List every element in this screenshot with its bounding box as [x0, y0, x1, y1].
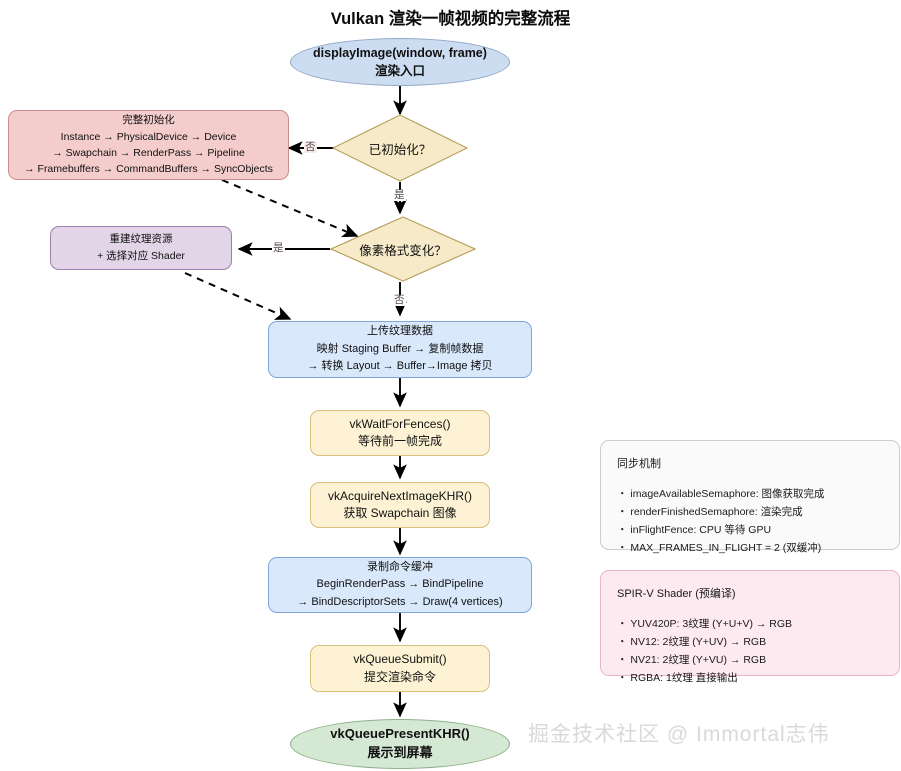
note-spirv-shader: SPIR-V Shader (预编译) ・ YUV420P: 3纹理 (Y+U+… — [600, 570, 900, 684]
node-queue-submit[interactable]: vkQueueSubmit() 提交渲染命令 — [310, 645, 490, 692]
note-spirv-shader-item-4: ・ RGBA: 1纹理 直接输出 — [617, 672, 738, 685]
note-spirv-shader-item-1: ・ YUV420P: 3纹理 (Y+U+V) → RGB — [617, 617, 793, 630]
node-wait-for-fences-line-1: vkWaitForFences() — [349, 416, 451, 431]
note-spirv-shader-item-2: ・ NV12: 2纹理 (Y+UV) → RGB — [617, 635, 767, 648]
node-queue-submit-line-2: 提交渲染命令 — [363, 669, 436, 684]
note-synchronization-item-4: ・ MAX_FRAMES_IN_FLIGHT = 2 (双缓冲) — [617, 542, 822, 555]
node-decision-pixel-format[interactable]: 像素格式变化？ — [330, 216, 476, 282]
note-synchronization-item-1: ・ imageAvailableSemaphore: 图像获取完成 — [617, 487, 825, 500]
node-wait-for-fences-line-2: 等待前一帧完成 — [357, 434, 442, 448]
node-init-box-line-3: → Swapchain → RenderPass → Pipeline — [52, 147, 245, 159]
node-start-line-2: 渲染入口 — [374, 64, 425, 78]
note-spirv-shader-title: SPIR-V Shader (预编译) — [617, 588, 736, 600]
edge-label-initialized-yes: 是 — [393, 189, 406, 201]
node-upload-texture-line-2: 映射 Staging Buffer → 复制帧数据 — [316, 342, 484, 355]
node-decision-pixel-format-label: 像素格式变化？ — [359, 243, 447, 258]
node-acquire-next-image-line-2: 获取 Swapchain 图像 — [343, 506, 457, 520]
node-init-box-line-2: Instance → PhysicalDevice → Device — [60, 130, 237, 143]
page-title: Vulkan 渲染一帧视频的完整流程 — [330, 10, 571, 28]
node-record-command-buffer-line-1: 录制命令缓冲 — [367, 560, 433, 573]
node-init-box[interactable]: 完整初始化 Instance → PhysicalDevice → Device… — [8, 110, 289, 180]
node-queue-submit-line-1: vkQueueSubmit() — [353, 652, 447, 667]
node-decision-initialized-label: 已初始化？ — [368, 142, 432, 157]
node-upload-texture-line-3: → 转换 Layout → Buffer→Image 拷贝 — [307, 360, 493, 373]
watermark: 掘金技术社区 @ Immortal志伟 — [528, 723, 830, 746]
node-wait-for-fences[interactable]: vkWaitForFences() 等待前一帧完成 — [310, 410, 490, 456]
diamond-shape-pixel-format — [330, 216, 476, 282]
node-record-command-buffer[interactable]: 录制命令缓冲 BeginRenderPass → BindPipeline → … — [268, 557, 532, 613]
node-rebuild-textures[interactable]: 重建纹理资源 + 选择对应 Shader — [50, 226, 232, 270]
node-start-line-1: displayImage(window, frame) — [313, 45, 487, 60]
node-rebuild-line-2: + 选择对应 Shader — [97, 250, 185, 262]
note-synchronization-title: 同步机制 — [617, 458, 661, 470]
node-rebuild-line-1: 重建纹理资源 — [109, 233, 173, 246]
node-upload-texture-line-1: 上传纹理数据 — [367, 325, 433, 338]
node-queue-present-line-2: 展示到屏幕 — [367, 745, 433, 760]
edge-label-pixel-format-yes: 是 — [272, 242, 285, 254]
note-synchronization: 同步机制 ・ imageAvailableSemaphore: 图像获取完成 ・… — [600, 440, 900, 554]
node-start[interactable]: displayImage(window, frame) 渲染入口 — [290, 38, 510, 86]
note-synchronization-item-3: ・ inFlightFence: CPU 等待 GPU — [617, 524, 772, 536]
node-init-box-line-4: → Framebuffers → CommandBuffers → SyncOb… — [24, 163, 273, 176]
note-spirv-shader-item-3: ・ NV21: 2纹理 (Y+VU) → RGB — [617, 654, 767, 666]
node-acquire-next-image[interactable]: vkAcquireNextImageKHR() 获取 Swapchain 图像 — [310, 482, 490, 528]
edge-rebuild-box-dashed-to-upload — [184, 272, 292, 320]
node-init-box-line-1: 完整初始化 — [122, 114, 175, 127]
edge-label-initialized-no: 否 — [304, 141, 317, 153]
node-upload-texture[interactable]: 上传纹理数据 映射 Staging Buffer → 复制帧数据 → 转换 La… — [268, 321, 532, 378]
note-synchronization-item-2: ・ renderFinishedSemaphore: 渲染完成 — [617, 505, 803, 518]
diamond-shape-initialized — [332, 114, 468, 182]
node-decision-initialized[interactable]: 已初始化？ — [332, 114, 468, 182]
node-acquire-next-image-line-1: vkAcquireNextImageKHR() — [327, 488, 473, 503]
node-queue-present[interactable]: vkQueuePresentKHR() 展示到屏幕 — [290, 719, 510, 769]
edge-label-pixel-format-no: 否 — [393, 294, 406, 306]
node-record-command-buffer-line-3: → BindDescriptorSets → Draw(4 vertices) — [297, 595, 503, 608]
node-record-command-buffer-line-2: BeginRenderPass → BindPipeline — [316, 578, 484, 591]
node-queue-present-line-1: vkQueuePresentKHR() — [330, 726, 470, 742]
